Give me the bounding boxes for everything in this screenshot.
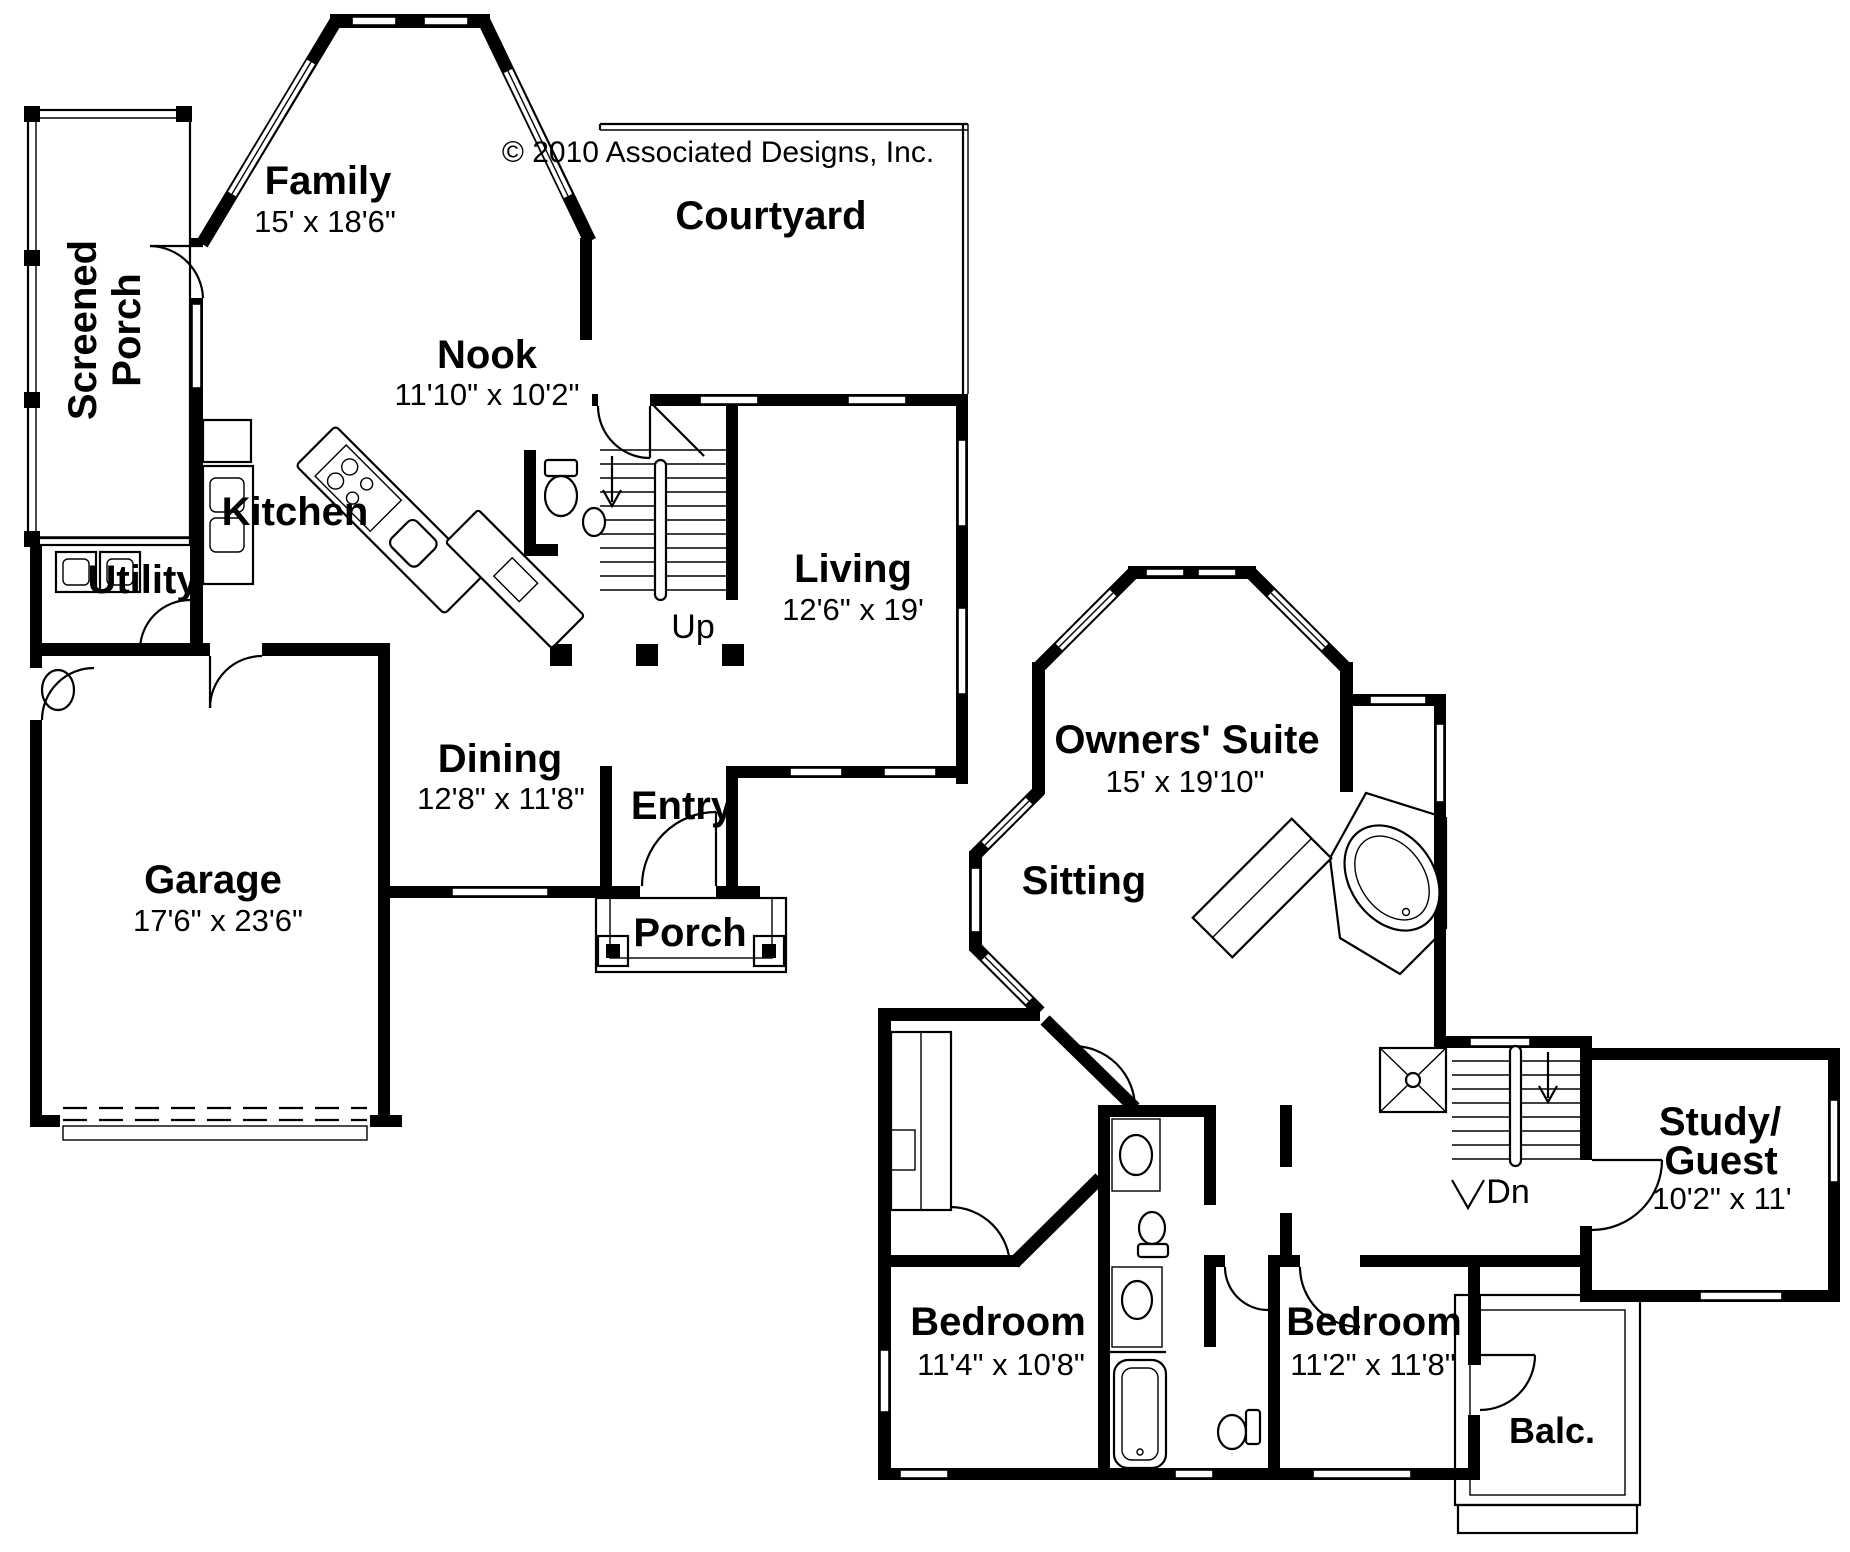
bath-sink (581, 506, 607, 538)
bedroom-left-door-arc (949, 1205, 1012, 1268)
label-kitchen: Kitchen (222, 490, 369, 534)
label-bedroom-left: Bedroom (910, 1300, 1086, 1344)
sink-bowl-1 (209, 477, 245, 513)
powder-bath (543, 458, 607, 538)
label-study-dims: 10'2" x 11' (1652, 1181, 1791, 1216)
suite-door-arc (1072, 1044, 1137, 1109)
staircase-up (600, 449, 726, 602)
second-floor-walls (878, 566, 1840, 1480)
label-screened-porch-2: Porch (105, 273, 149, 386)
first-floor-doors (40, 403, 718, 887)
label-screened-porch-1: Screened (61, 240, 105, 420)
second-floor-labels: Owners' Suite 15' x 19'10" Sitting Study… (910, 718, 1792, 1451)
staircase-down (1451, 1044, 1580, 1211)
label-garage-dims: 17'6" x 23'6" (133, 903, 303, 938)
label-sitting: Sitting (1022, 859, 1146, 903)
label-up: Up (671, 608, 714, 646)
hall-closet (889, 1030, 953, 1212)
label-dn: Dn (1486, 1173, 1529, 1211)
garage-hall-door-arc (208, 654, 263, 709)
label-balcony: Balc. (1509, 1410, 1595, 1451)
toilet-2 (1137, 1210, 1167, 1246)
bathtub-oval (1328, 791, 1448, 976)
copyright-text: © 2010 Associated Designs, Inc. (502, 136, 934, 169)
bedroom-bath-fixtures (1110, 1266, 1262, 1470)
cooktop (314, 444, 403, 533)
label-bedroom-right-dims: 11'2" x 11'8" (1290, 1347, 1455, 1382)
label-owners-suite: Owners' Suite (1054, 718, 1319, 762)
first-floor-labels: © 2010 Associated Designs, Inc. Family 1… (61, 136, 934, 955)
bath-sink-2 (1120, 1279, 1154, 1321)
label-bedroom-right: Bedroom (1286, 1300, 1462, 1344)
toilet (543, 474, 579, 518)
label-living: Living (794, 547, 912, 591)
up-arrow-icon (602, 456, 622, 509)
walkin-closet (1191, 817, 1333, 959)
study-door-arc (1591, 1159, 1664, 1232)
second-floor-plan: Owners' Suite 15' x 19'10" Sitting Study… (878, 566, 1840, 1535)
bedroom-right-door-arc (1298, 1266, 1361, 1329)
screened-porch (24, 106, 205, 547)
utility-door-arc (138, 598, 191, 651)
bath-door-arc (1223, 1266, 1269, 1312)
second-floor-doors (949, 1158, 1664, 1412)
refrigerator (201, 418, 253, 464)
first-floor-plan: © 2010 Associated Designs, Inc. Family 1… (24, 14, 969, 1141)
courtyard-door-arc (596, 405, 651, 460)
label-living-dims: 12'6" x 19' (782, 592, 924, 627)
balcony-door-arc (1479, 1354, 1537, 1412)
shower-stall (1378, 1046, 1448, 1114)
label-owners-suite-dims: 15' x 19'10" (1105, 764, 1264, 799)
label-study-2: Guest (1664, 1139, 1777, 1183)
stair-direction-mark (1451, 1179, 1485, 1211)
label-family: Family (265, 159, 392, 203)
label-courtyard: Courtyard (675, 194, 866, 238)
front-door-arc (640, 810, 717, 887)
label-dining: Dining (438, 737, 562, 781)
bathtub-2 (1112, 1358, 1168, 1470)
porch-columns (596, 934, 786, 968)
bath-counter (1111, 1266, 1163, 1348)
label-dining-dims: 12'8" x 11'8" (417, 781, 585, 816)
kitchen-island (201, 418, 585, 649)
label-garage: Garage (144, 858, 282, 902)
garage-side-door-arc (40, 666, 95, 721)
down-arrow-icon (1538, 1052, 1558, 1105)
toilet-3 (1216, 1413, 1248, 1451)
first-floor-walls (28, 14, 968, 1127)
label-nook: Nook (437, 333, 538, 377)
laundry-sink (40, 668, 76, 712)
label-porch: Porch (633, 911, 746, 955)
kitchen-counter-diagonal (445, 509, 585, 649)
island-sink (388, 518, 438, 568)
balcony (1453, 1293, 1642, 1535)
front-porch (594, 896, 788, 974)
courtyard-fence (598, 122, 969, 394)
utility-room (30, 536, 191, 712)
label-utility: Utility (87, 558, 199, 602)
garage-door (60, 1106, 370, 1141)
nook-corner-window (651, 403, 705, 457)
vanity-counter (1111, 1118, 1161, 1192)
vanity-sink (1118, 1133, 1154, 1177)
porch-door-arc (149, 244, 205, 299)
toilet-tank (543, 458, 579, 478)
label-family-dims: 15' x 18'6" (254, 204, 396, 239)
label-study-1: Study/ (1659, 1100, 1781, 1144)
label-nook-dims: 11'10" x 10'2" (395, 377, 580, 412)
sink-bowl-2 (209, 517, 245, 553)
label-entry: Entry (631, 784, 734, 828)
owners-suite-fixtures (1072, 791, 1448, 1259)
label-bedroom-left-dims: 11'4" x 10'8" (917, 1347, 1085, 1382)
